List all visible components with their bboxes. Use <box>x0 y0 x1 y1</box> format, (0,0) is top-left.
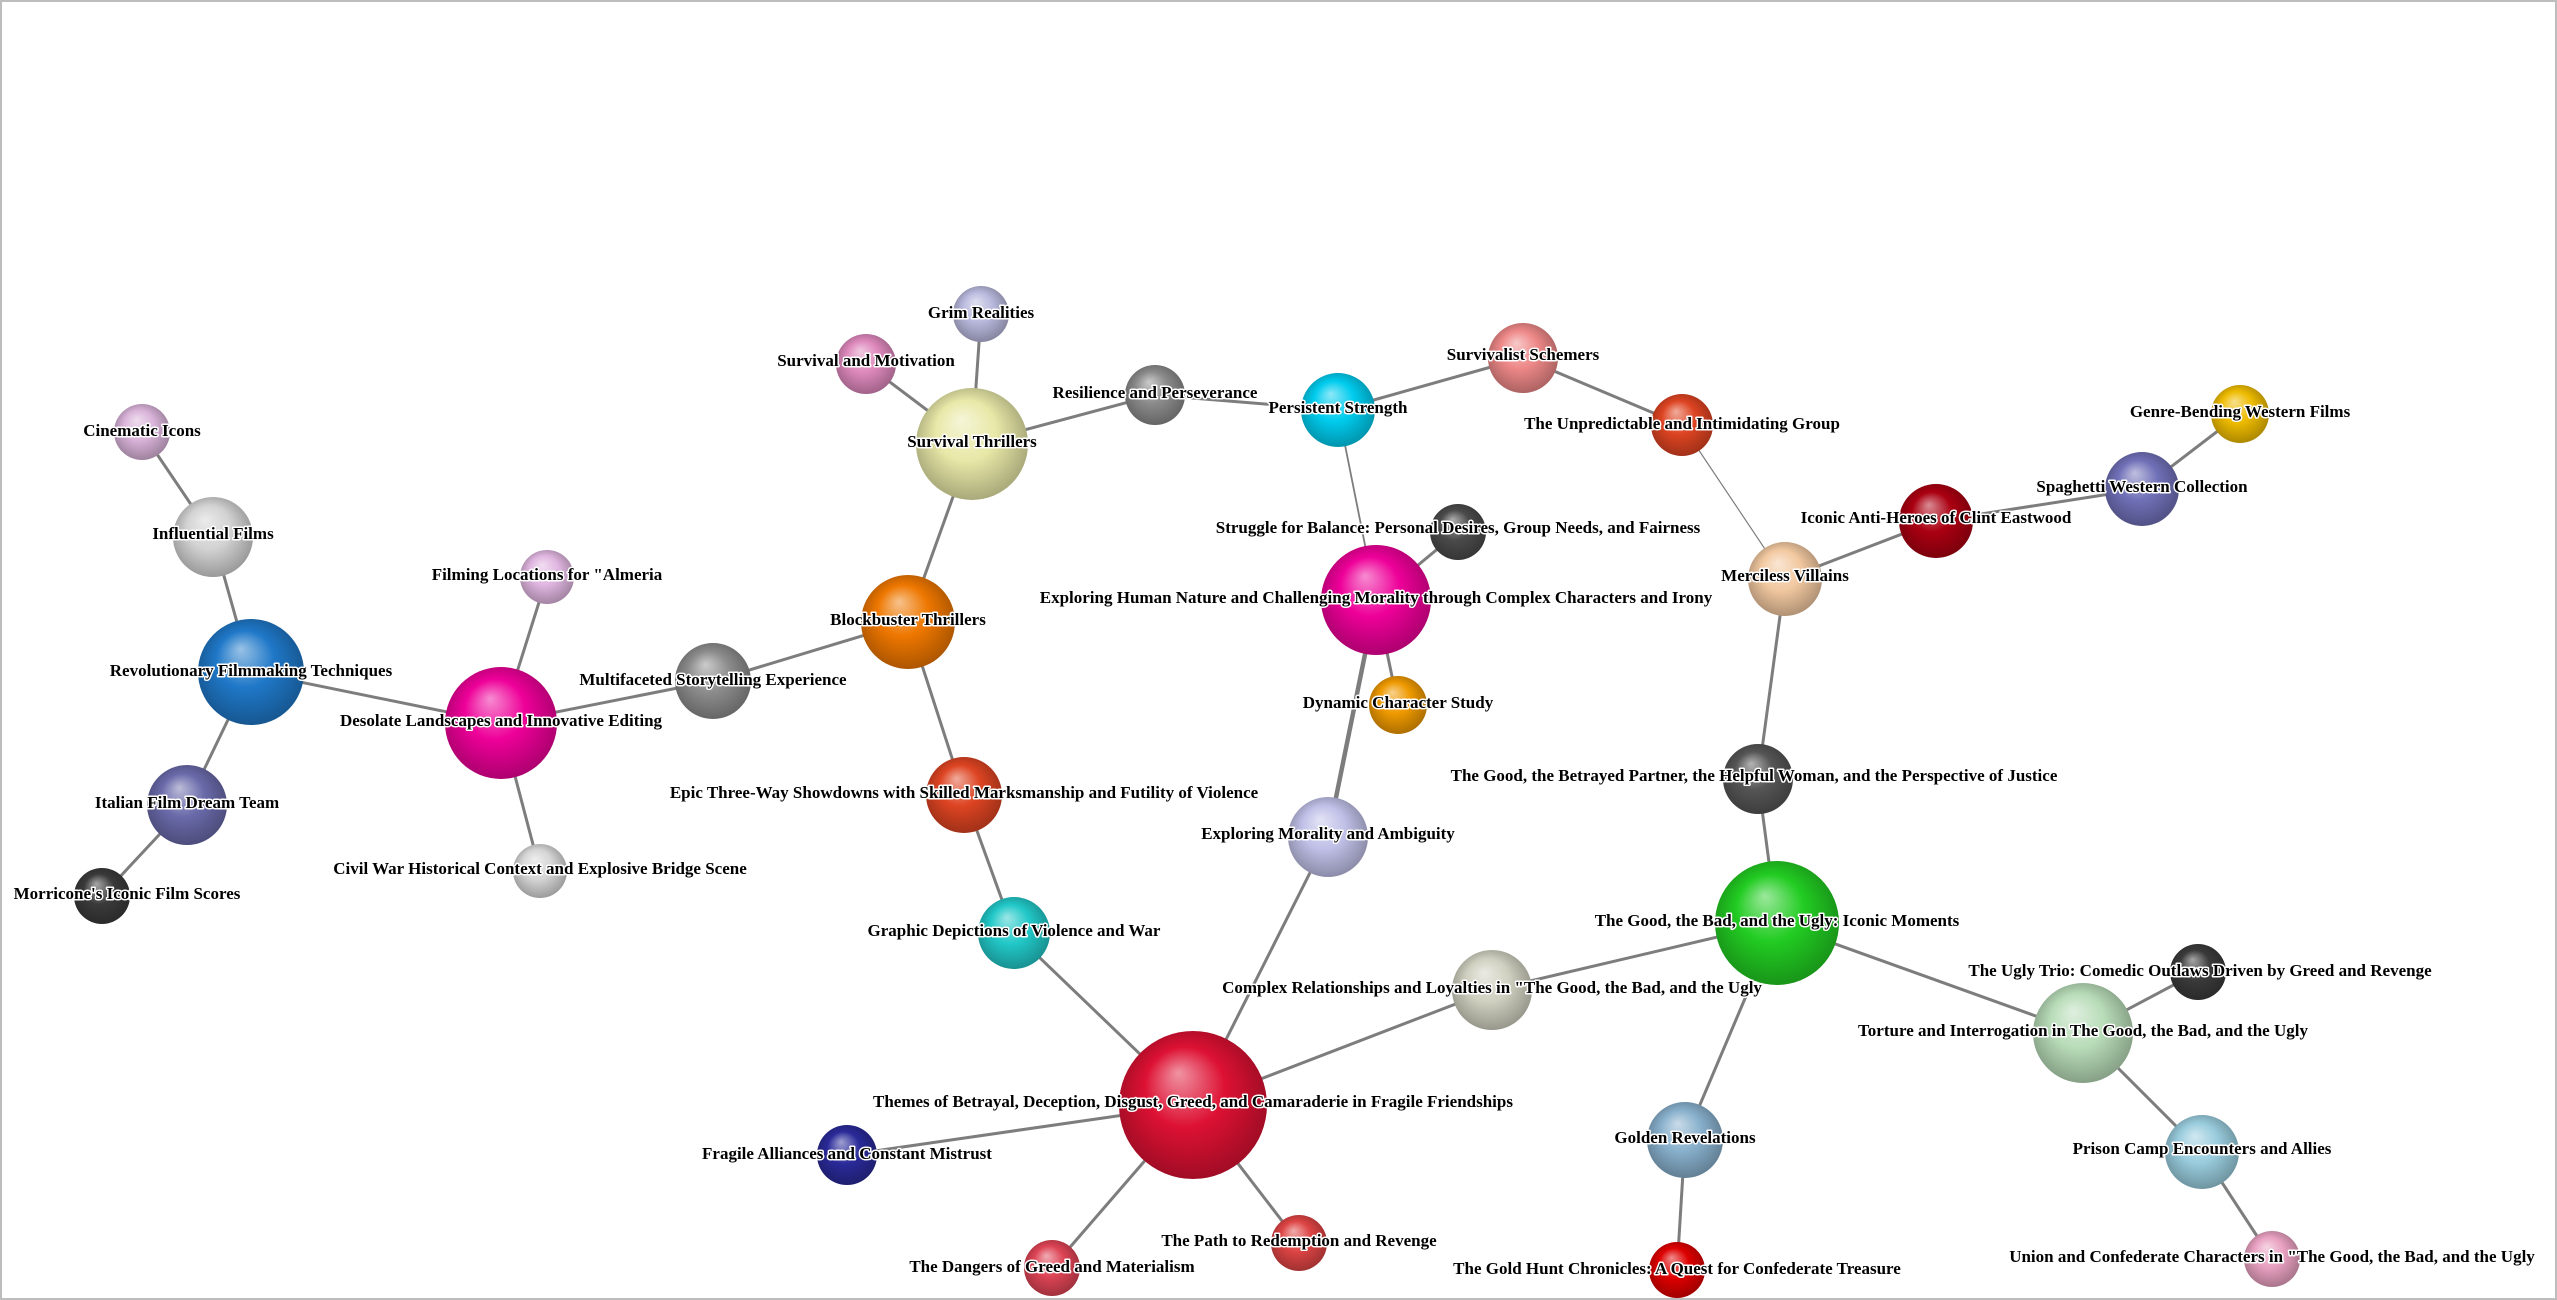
node-label-n21: Persistent Strength <box>1269 398 1409 417</box>
node-label-n12: Grim Realities <box>928 303 1035 322</box>
node-n6[interactable] <box>520 550 574 604</box>
node-label-n13: Survival and Motivation <box>777 351 955 370</box>
node-label-n11: Survival Thrillers <box>907 432 1037 451</box>
node-label-n28: Complex Relationships and Loyalties in "… <box>1222 978 1762 997</box>
node-label-n26: Dynamic Character Study <box>1303 693 1494 712</box>
node-label-n33: The Good, the Betrayed Partner, the Help… <box>1451 766 2058 785</box>
node-label-n27: Exploring Morality and Ambiguity <box>1201 824 1455 843</box>
node-label-n40: Union and Confederate Characters in "The… <box>2009 1247 2535 1266</box>
node-n20[interactable] <box>1271 1215 1327 1271</box>
node-label-n30: Iconic Anti-Heroes of Clint Eastwood <box>1801 508 2072 527</box>
node-label-n37: The Ugly Trio: Comedic Outlaws Driven by… <box>1968 961 2432 980</box>
node-n13[interactable] <box>836 334 896 394</box>
node-label-n38: Torture and Interrogation in The Good, t… <box>1858 1021 2308 1040</box>
node-label-n22: Survivalist Schemers <box>1447 345 1600 364</box>
node-label-n29: Merciless Villains <box>1721 566 1849 585</box>
node-n11[interactable] <box>916 388 1028 500</box>
node-n5[interactable] <box>74 868 130 924</box>
node-n1[interactable] <box>114 404 170 460</box>
node-label-n17: Themes of Betrayal, Deception, Disgust, … <box>873 1092 1513 1111</box>
node-label-n36: The Gold Hunt Chronicles: A Quest for Co… <box>1453 1259 1901 1278</box>
node-label-n15: Epic Three-Way Showdowns with Skilled Ma… <box>670 783 1259 802</box>
node-label-n24: Struggle for Balance: Personal Desires, … <box>1216 518 1701 537</box>
node-label-n39: Prison Camp Encounters and Allies <box>2073 1139 2332 1158</box>
node-label-n18: Fragile Alliances and Constant Mistrust <box>702 1144 992 1163</box>
node-label-n7: Desolate Landscapes and Innovative Editi… <box>340 711 663 730</box>
node-label-n14: Resilience and Perseverance <box>1053 383 1258 402</box>
node-n15[interactable] <box>926 757 1002 833</box>
node-label-n6: Filming Locations for "Almeria <box>432 565 663 584</box>
nodes-layer <box>74 286 2300 1298</box>
node-n12[interactable] <box>953 286 1009 342</box>
node-label-n3: Revolutionary Filmmaking Techniques <box>110 661 393 680</box>
node-label-n2: Influential Films <box>152 524 274 543</box>
node-label-n19: The Dangers of Greed and Materialism <box>909 1257 1194 1276</box>
node-n27[interactable] <box>1288 797 1368 877</box>
node-n38[interactable] <box>2033 983 2133 1083</box>
node-label-n5: Morricone's Iconic Film Scores <box>14 884 241 903</box>
node-label-n32: Genre-Bending Western Films <box>2130 402 2351 421</box>
node-n7[interactable] <box>445 667 557 779</box>
node-n33[interactable] <box>1723 744 1793 814</box>
node-n30[interactable] <box>1899 484 1973 558</box>
node-n32[interactable] <box>2211 385 2269 443</box>
node-n21[interactable] <box>1301 373 1375 447</box>
node-n3[interactable] <box>198 619 304 725</box>
node-n16[interactable] <box>978 897 1050 969</box>
node-n36[interactable] <box>1649 1242 1705 1298</box>
node-n2[interactable] <box>173 497 253 577</box>
node-label-n8: Civil War Historical Context and Explosi… <box>333 859 747 878</box>
node-label-n1: Cinematic Icons <box>83 421 201 440</box>
node-n29[interactable] <box>1748 542 1822 616</box>
node-n19[interactable] <box>1024 1240 1080 1296</box>
node-n17[interactable] <box>1119 1031 1267 1179</box>
node-n9[interactable] <box>675 643 751 719</box>
node-n31[interactable] <box>2105 452 2179 526</box>
node-n14[interactable] <box>1125 365 1185 425</box>
node-n39[interactable] <box>2165 1115 2239 1189</box>
node-label-n16: Graphic Depictions of Violence and War <box>868 921 1161 940</box>
node-label-n34: The Good, the Bad, and the Ugly: Iconic … <box>1595 911 1960 930</box>
node-n37[interactable] <box>2170 944 2226 1000</box>
node-n35[interactable] <box>1647 1102 1723 1178</box>
node-n26[interactable] <box>1369 676 1427 734</box>
node-n22[interactable] <box>1488 323 1558 393</box>
node-n23[interactable] <box>1651 394 1713 456</box>
node-n10[interactable] <box>861 575 955 669</box>
node-label-n31: Spaghetti Western Collection <box>2036 477 2248 496</box>
node-label-n23: The Unpredictable and Intimidating Group <box>1524 414 1840 433</box>
node-n18[interactable] <box>817 1125 877 1185</box>
node-label-n9: Multifaceted Storytelling Experience <box>579 670 847 689</box>
node-n40[interactable] <box>2244 1231 2300 1287</box>
node-n28[interactable] <box>1452 950 1532 1030</box>
node-label-n4: Italian Film Dream Team <box>95 793 279 812</box>
node-n34[interactable] <box>1715 861 1839 985</box>
node-label-n20: The Path to Redemption and Revenge <box>1161 1231 1437 1250</box>
node-label-n35: Golden Revelations <box>1614 1128 1756 1147</box>
node-label-n25: Exploring Human Nature and Challenging M… <box>1040 588 1713 607</box>
node-n25[interactable] <box>1321 545 1431 655</box>
node-n24[interactable] <box>1430 504 1486 560</box>
node-n4[interactable] <box>147 765 227 845</box>
node-label-n10: Blockbuster Thrillers <box>830 610 986 629</box>
node-n8[interactable] <box>513 844 567 898</box>
